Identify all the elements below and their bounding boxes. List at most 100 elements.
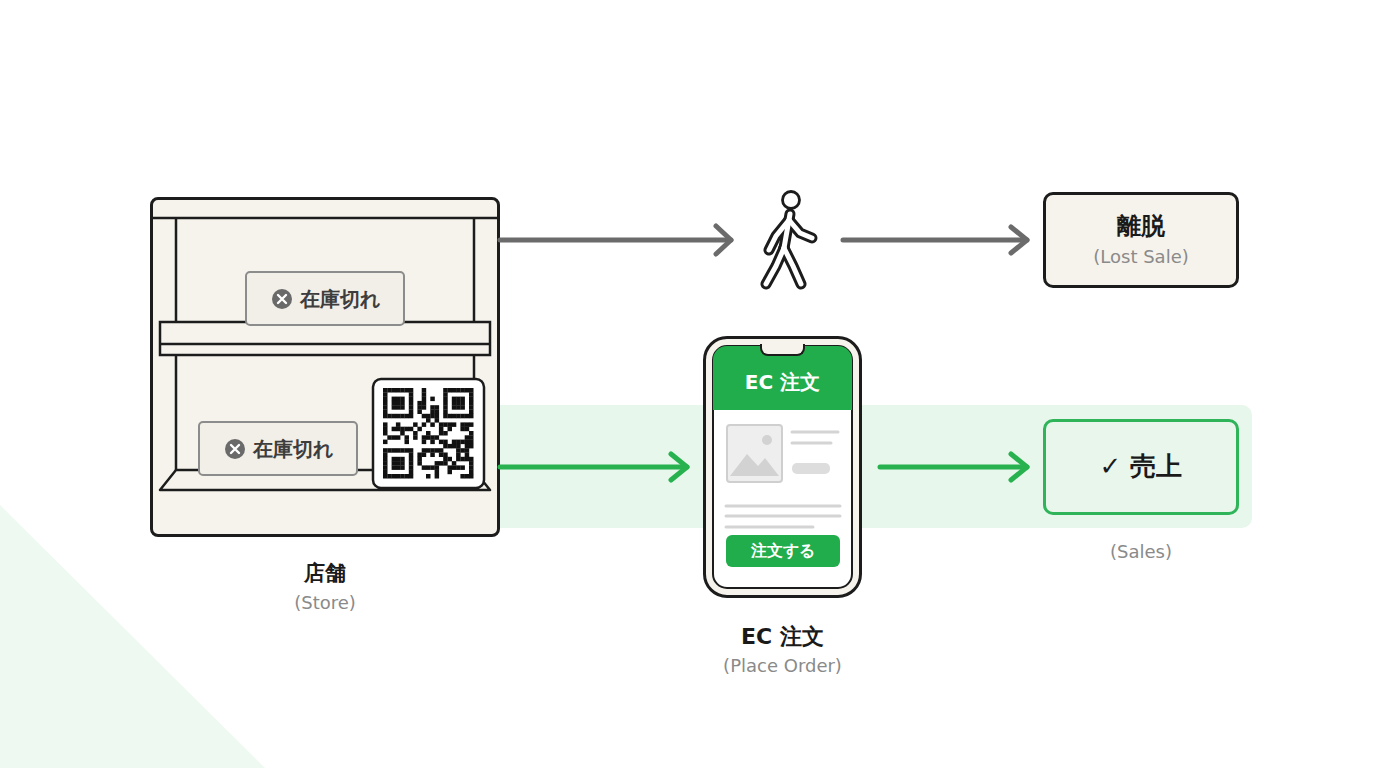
sales-box: ✓ 売上(Sales) — [1043, 419, 1239, 515]
qr-code — [383, 388, 388, 393]
qr-code — [405, 440, 410, 445]
qr-code — [456, 405, 461, 410]
out-of-stock-tag: 在庫切れ — [198, 421, 358, 476]
qr-code — [409, 474, 414, 479]
qr-code — [387, 474, 392, 479]
qr-code — [422, 453, 427, 458]
walking-person-icon — [784, 248, 801, 284]
qr-code — [443, 414, 448, 419]
qr-code — [448, 465, 453, 470]
qr-code — [469, 397, 474, 402]
qr-code — [409, 410, 414, 415]
qr-code — [409, 461, 414, 466]
qr-code — [413, 431, 418, 436]
qr-code — [430, 397, 435, 402]
app-header-band: EC 注文 — [713, 346, 852, 410]
qr-code — [448, 457, 453, 462]
qr-code — [396, 474, 401, 479]
qr-code — [396, 461, 401, 466]
qr-code — [460, 388, 465, 393]
qr-code — [465, 422, 470, 427]
qr-code — [465, 474, 470, 479]
phone-screen — [713, 346, 852, 588]
qr-code — [422, 435, 427, 440]
qr-code — [439, 431, 444, 436]
walking-person-icon — [789, 220, 812, 238]
qr-code — [383, 414, 388, 419]
order-button: 注文する — [726, 535, 840, 567]
text-placeholder-lines — [726, 505, 840, 508]
qr-code — [396, 427, 401, 432]
qr-code — [392, 414, 397, 419]
qr-code — [439, 422, 444, 427]
cross-icon — [278, 295, 286, 303]
qr-code — [469, 444, 474, 449]
qr-code — [409, 457, 414, 462]
qr-code — [400, 448, 405, 453]
qr-code — [392, 448, 397, 453]
walking-person-icon — [766, 248, 784, 284]
qr-code — [430, 465, 435, 470]
qr-code — [435, 461, 440, 466]
qr-code — [439, 461, 444, 466]
arrow-head — [716, 226, 731, 254]
qr-code — [417, 427, 422, 432]
qr-code — [430, 435, 435, 440]
qr-code — [409, 414, 414, 419]
qr-code — [383, 405, 388, 410]
qr-code — [392, 388, 397, 393]
qr-code — [405, 414, 410, 419]
qr-code — [392, 397, 397, 402]
qr-code — [439, 427, 444, 432]
qr-code — [405, 474, 410, 479]
cross-icon — [231, 445, 239, 453]
qr-code — [435, 410, 440, 415]
qr-code — [426, 465, 431, 470]
walking-person-icon — [769, 220, 789, 250]
text-placeholder-lines — [726, 432, 840, 527]
walking-person-icon — [789, 220, 812, 238]
qr-code — [452, 388, 457, 393]
qr-code — [409, 405, 414, 410]
qr-code — [456, 440, 461, 445]
qr-code — [465, 444, 470, 449]
qr-code — [443, 461, 448, 466]
walking-person-icon — [766, 214, 812, 284]
qr-code — [400, 405, 405, 410]
qr-code — [422, 414, 427, 419]
qr-code — [392, 474, 397, 479]
qr-code — [460, 440, 465, 445]
qr-code — [422, 401, 427, 406]
qr-code — [392, 427, 397, 432]
flow-arrow — [500, 238, 1027, 243]
qr-code — [400, 465, 405, 470]
qr-code — [422, 405, 427, 410]
highlight-band — [480, 405, 1252, 528]
cross-icon — [224, 438, 246, 460]
qr-code — [417, 405, 422, 410]
tag-label: 在庫切れ — [253, 437, 333, 461]
qr-code — [452, 461, 457, 466]
text-placeholder-lines — [726, 526, 813, 529]
qr-code — [469, 474, 474, 479]
qr-code — [448, 388, 453, 393]
qr-code — [422, 440, 427, 445]
qr-code — [456, 414, 461, 419]
qr-code — [435, 414, 440, 419]
qr-code — [452, 405, 457, 410]
walking-person-icon — [766, 192, 812, 285]
qr-code — [383, 465, 388, 470]
qr-code — [460, 397, 465, 402]
qr-code — [422, 448, 427, 453]
qr-code — [435, 405, 440, 410]
qr-code — [456, 401, 461, 406]
qr-code — [443, 457, 448, 462]
qr-code — [400, 427, 405, 432]
qr-code — [430, 414, 435, 419]
qr-code — [409, 427, 414, 432]
qr-code — [392, 405, 397, 410]
qr-code — [373, 379, 484, 488]
qr-code — [469, 414, 474, 419]
